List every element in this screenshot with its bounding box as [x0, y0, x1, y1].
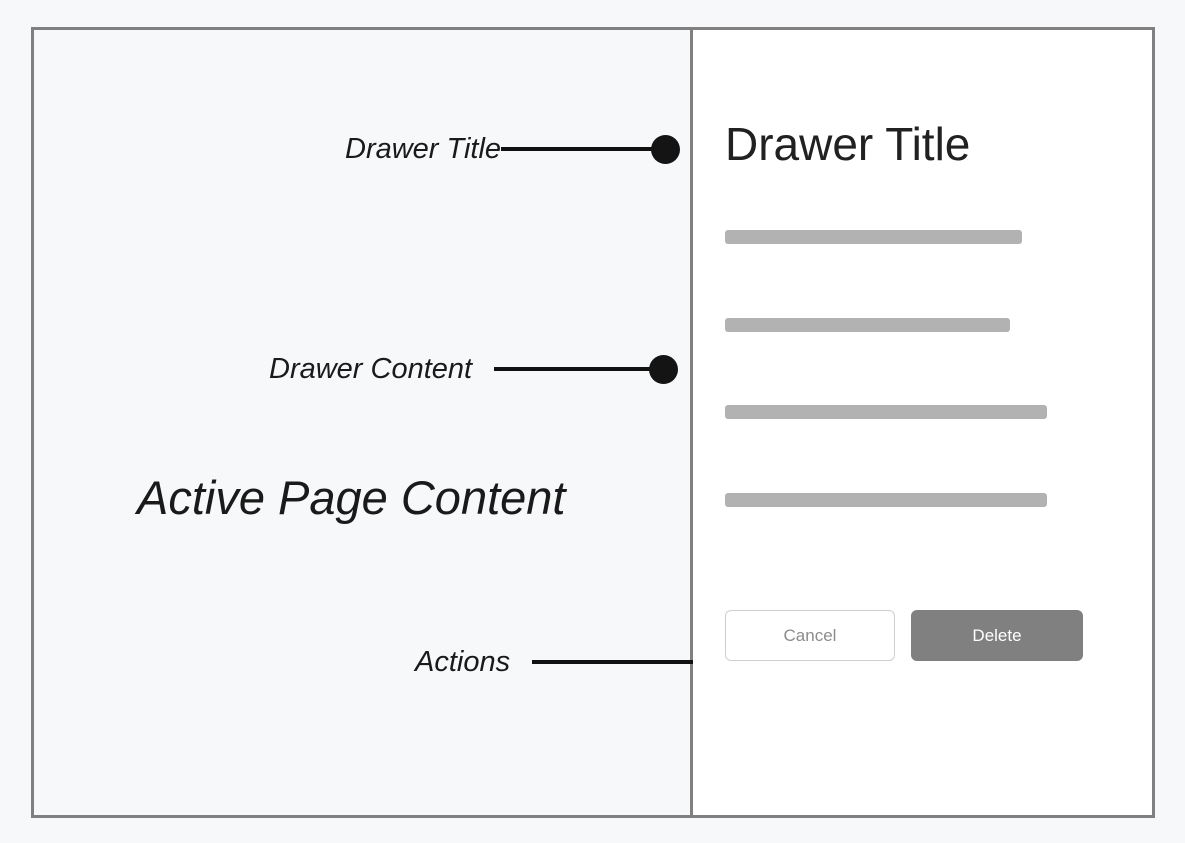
- annotation-label-actions: Actions: [415, 645, 511, 678]
- leader-line: [532, 660, 703, 664]
- drawer-actions: Cancel Delete: [725, 610, 1083, 661]
- annotation-drawer-content: Drawer Content: [269, 352, 679, 385]
- drawer-title: Drawer Title: [725, 118, 971, 170]
- delete-button[interactable]: Delete: [911, 610, 1083, 661]
- content-placeholder-bar: [725, 230, 1022, 244]
- drawer-panel: Drawer Title Cancel Delete: [693, 30, 1152, 815]
- leader-dot-icon: [649, 354, 679, 384]
- content-placeholder-bar: [725, 493, 1047, 507]
- annotation-label-drawer-content: Drawer Content: [269, 352, 473, 385]
- wireframe-frame: Drawer Title Drawer Content Actions Acti…: [31, 27, 1155, 818]
- annotation-actions: Actions: [415, 645, 730, 678]
- content-placeholder-bar: [725, 318, 1010, 332]
- annotation-label-drawer-title: Drawer Title: [345, 132, 502, 165]
- active-page-content-label: Active Page Content: [137, 471, 566, 524]
- content-placeholder-bar: [725, 405, 1047, 419]
- leader-line: [494, 367, 652, 371]
- cancel-button[interactable]: Cancel: [725, 610, 895, 661]
- annotation-drawer-title: Drawer Title: [345, 132, 681, 165]
- active-page-panel: Drawer Title Drawer Content Actions Acti…: [34, 30, 730, 815]
- leader-dot-icon: [651, 134, 681, 164]
- leader-line: [501, 147, 654, 151]
